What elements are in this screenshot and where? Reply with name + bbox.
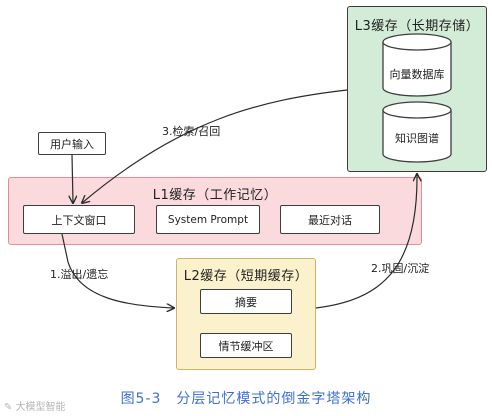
vector-database-cylinder <box>382 33 452 97</box>
arrow-retrieve <box>82 89 348 203</box>
episodic-buffer-box: 情节缓冲区 <box>200 333 292 358</box>
watermark-icon: ✎ <box>4 402 16 413</box>
vector-database: 向量数据库 <box>383 66 451 81</box>
knowledge-graph: 知识图谱 <box>383 130 451 145</box>
summary-box: 摘要 <box>200 289 292 314</box>
arrow-overflow <box>61 233 174 308</box>
edge-label-retrieve: 3.检索/召回 <box>162 125 221 138</box>
system-prompt-box: System Prompt <box>156 205 260 234</box>
vector-database-label: 向量数据库 <box>389 68 445 81</box>
l1-title: L1缓存（工作记忆） <box>152 188 278 203</box>
edge-label-consolidate: 2.巩固/沉淀 <box>371 262 430 275</box>
arrow-user-to-context <box>72 154 73 203</box>
l2-title: L2缓存（短期缓存） <box>183 269 309 284</box>
knowledge-graph-label: 知识图谱 <box>395 132 439 145</box>
arrow-consolidate <box>315 174 417 309</box>
watermark-text: 大模型智能 <box>15 402 66 413</box>
context-window-box: 上下文窗口 <box>23 205 135 234</box>
knowledge-graph-cylinder <box>382 101 452 163</box>
figure-caption: 图5-3 分层记忆模式的倒金字塔架构 <box>120 391 372 407</box>
user-input-box: 用户输入 <box>38 132 106 155</box>
recent-dialogue-box: 最近对话 <box>280 205 380 234</box>
watermark: ✎ 大模型智能 <box>4 398 66 413</box>
edge-label-overflow: 1.溢出/遗忘 <box>50 268 109 281</box>
l3-title: L3缓存（长期存储） <box>354 19 480 34</box>
